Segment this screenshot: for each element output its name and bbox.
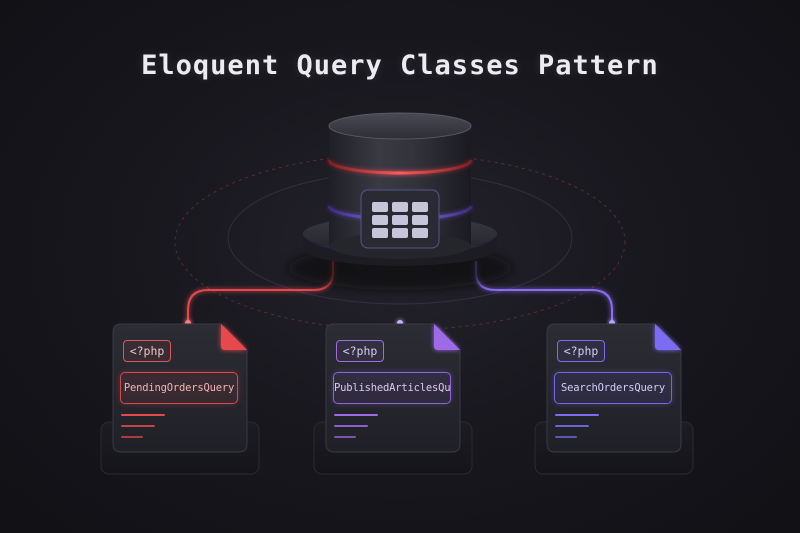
table-grid-icon bbox=[360, 189, 440, 249]
php-open-tag: <?php bbox=[336, 340, 384, 362]
class-name-label: PublishedArticlesQuery bbox=[333, 372, 451, 404]
php-open-tag: <?php bbox=[123, 340, 171, 362]
php-file-icon bbox=[313, 323, 473, 475]
database-icon bbox=[288, 112, 512, 290]
class-name-label: PendingOrdersQuery bbox=[120, 372, 238, 404]
code-lines bbox=[334, 414, 378, 438]
code-lines bbox=[121, 414, 165, 438]
class-name-label: SearchOrdersQuery bbox=[554, 372, 672, 404]
php-open-tag: <?php bbox=[557, 340, 605, 362]
query-file-cards bbox=[100, 323, 694, 475]
php-file-icon bbox=[100, 323, 260, 475]
code-lines bbox=[555, 414, 599, 438]
diagram-title: Eloquent Query Classes Pattern bbox=[141, 50, 659, 81]
php-file-icon bbox=[534, 323, 694, 475]
